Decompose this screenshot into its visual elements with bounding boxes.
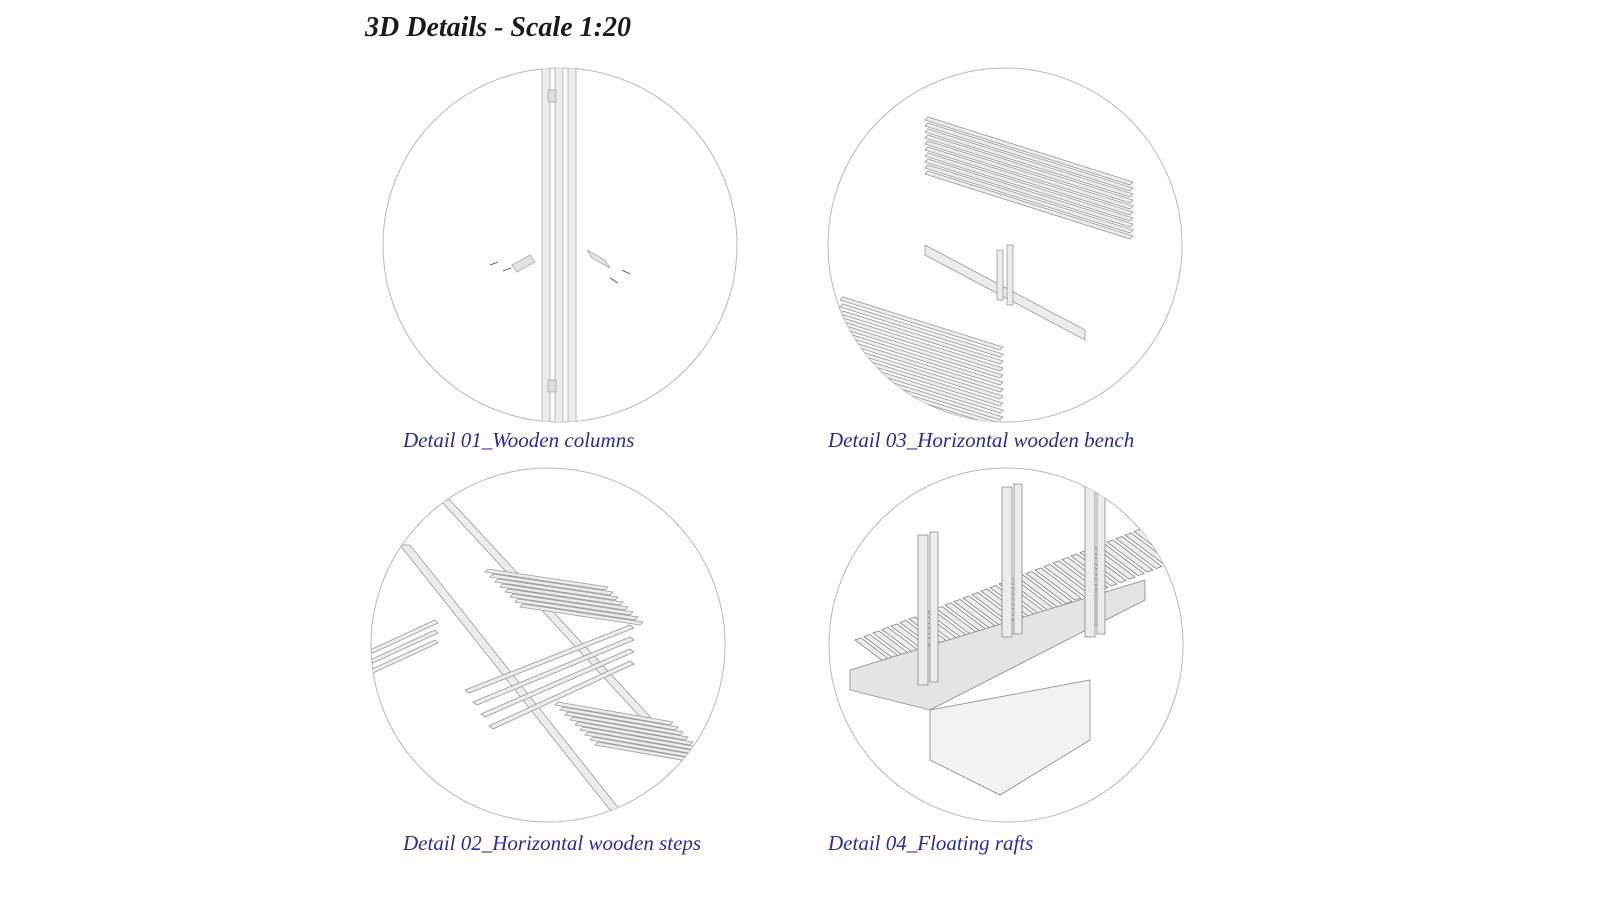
timber-member xyxy=(839,317,1004,372)
detail-03-illustration xyxy=(827,67,1183,423)
timber-member xyxy=(924,170,1134,240)
timber-member xyxy=(1096,483,1106,635)
timber-member xyxy=(564,711,684,736)
timber-member xyxy=(924,116,1134,186)
timber-member xyxy=(514,598,639,621)
timber-member xyxy=(574,721,694,746)
timber-member xyxy=(924,146,1134,216)
timber-member xyxy=(1025,571,1073,604)
timber-member xyxy=(1006,244,1014,306)
timber-member xyxy=(494,578,619,601)
timber-member xyxy=(1013,483,1023,635)
timber-member xyxy=(1106,539,1154,573)
timber-member xyxy=(504,588,629,611)
timber-member xyxy=(554,701,674,726)
timber-member xyxy=(484,568,609,591)
timber-member xyxy=(480,648,635,718)
detail-03-caption: Detail 03_Horizontal wooden bench xyxy=(828,428,1135,452)
timber-member xyxy=(488,660,635,730)
detail-04-caption: Detail 04_Floating rafts xyxy=(828,831,1034,855)
timber-member xyxy=(1001,486,1013,638)
timber-member xyxy=(472,636,635,706)
timber-member xyxy=(839,303,1004,358)
timber-member xyxy=(996,249,1004,301)
timber-member xyxy=(464,624,635,694)
timber-member xyxy=(929,679,1091,796)
detail-02-illustration xyxy=(370,467,726,823)
timber-member xyxy=(519,603,644,626)
detail-02-caption: Detail 02_Horizontal wooden steps xyxy=(403,831,702,855)
timber-member xyxy=(924,134,1134,204)
timber-member xyxy=(839,296,1004,351)
detail-04-illustration xyxy=(828,467,1184,823)
timber-member xyxy=(924,244,1086,341)
timber-member xyxy=(917,534,929,686)
timber-member xyxy=(924,158,1134,228)
timber-member xyxy=(924,164,1134,234)
timber-member xyxy=(924,140,1134,210)
timber-member xyxy=(924,152,1134,222)
timber-member xyxy=(559,706,679,731)
timber-member xyxy=(924,122,1134,192)
detail-01-illustration xyxy=(382,67,738,423)
timber-member xyxy=(569,716,689,741)
timber-member xyxy=(1034,567,1082,601)
timber-member xyxy=(371,629,439,664)
timber-member xyxy=(839,310,1004,365)
timber-member xyxy=(509,593,634,616)
timber-member xyxy=(489,573,614,596)
timber-member xyxy=(371,619,439,654)
timber-member xyxy=(1115,536,1163,569)
page-title: 3D Details - Scale 1:20 xyxy=(365,12,631,43)
timber-member xyxy=(929,531,939,683)
timber-member xyxy=(499,583,624,606)
timber-member xyxy=(1084,486,1096,638)
timber-member xyxy=(839,324,1004,379)
timber-member xyxy=(924,128,1134,198)
detail-01-caption: Detail 01_Wooden columns xyxy=(403,428,635,452)
